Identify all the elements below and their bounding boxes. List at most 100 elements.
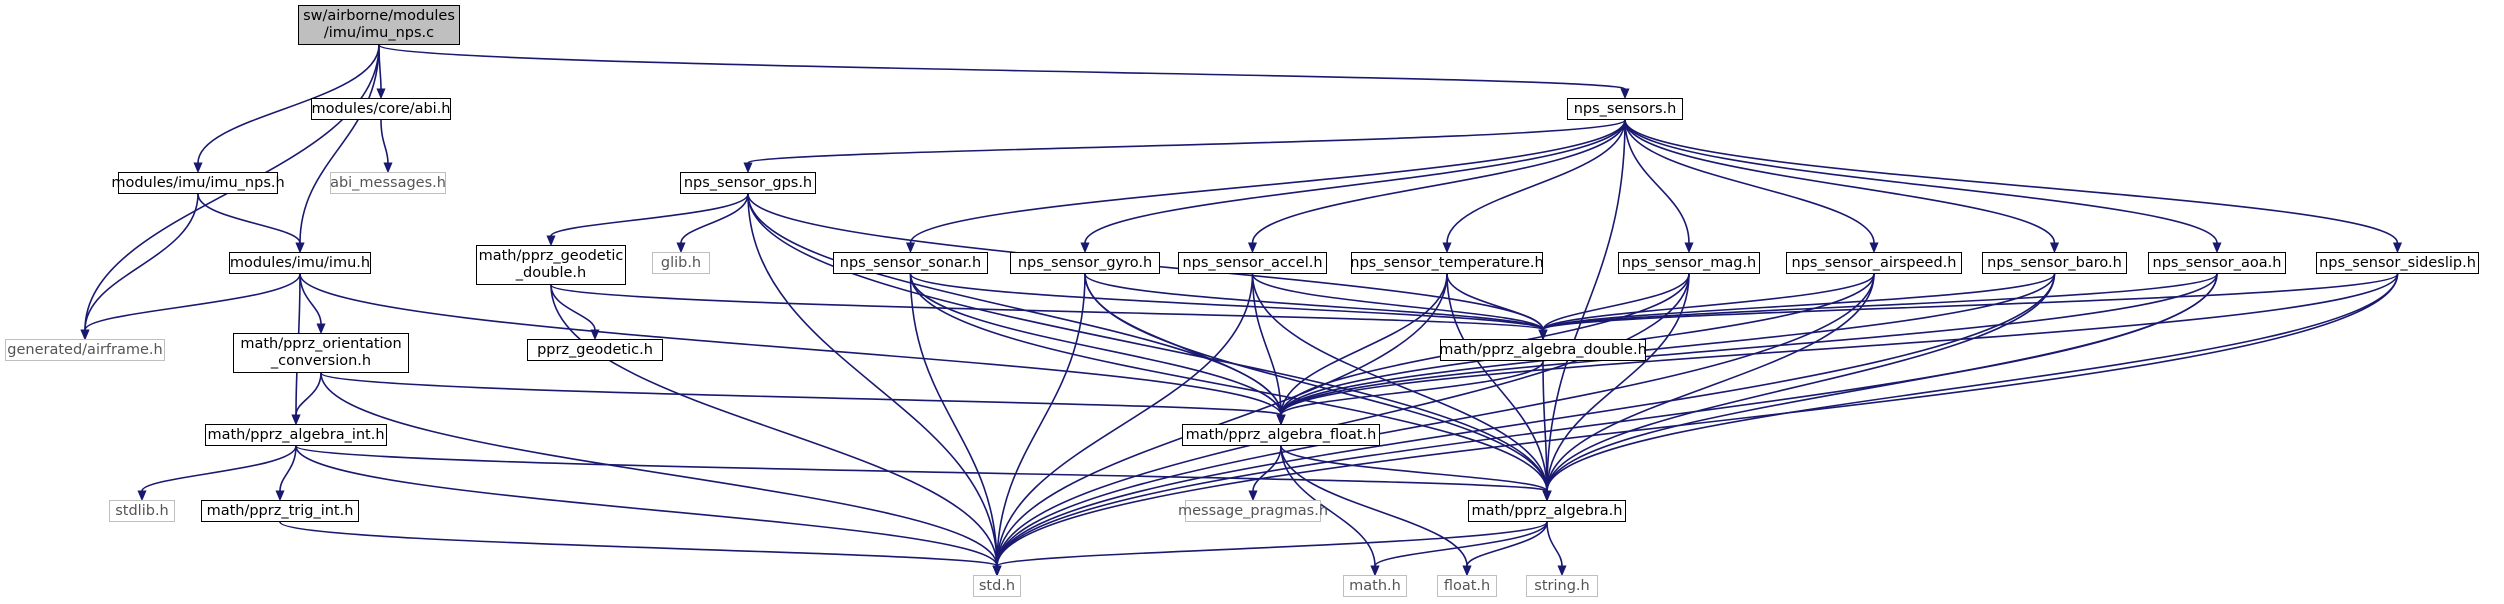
edge-nps_sensor_gps_h-to-geodetic_double_h	[550, 193, 749, 237]
node-imu-h[interactable]: modules/imu/imu.h	[229, 252, 371, 274]
node-orientation-conversion-h[interactable]: math/pprz_orientation _conversion.h	[233, 333, 409, 373]
edge-nps_sensor_baro_h-to-algebra_h	[1546, 273, 2056, 492]
edge-nps_sensor_sonar_h-to-algebra_float_h	[909, 273, 1282, 416]
edge-nps_sensor_airspeed_h-to-algebra_h	[1546, 273, 1875, 492]
edge-nps_sensor_mag_h-to-std_h	[996, 273, 1690, 567]
edge-nps_sensor_airspeed_h-to-algebra_double_h	[1542, 273, 1875, 331]
node-nps-sensor-temperature-h[interactable]: nps_sensor_temperature.h	[1350, 252, 1544, 274]
edge-algebra_int_h-to-algebra_h	[295, 445, 1548, 492]
node-algebra-double-h[interactable]: math/pprz_algebra_double.h	[1439, 339, 1647, 361]
node-nps-sensor-mag-h[interactable]: nps_sensor_mag.h	[1618, 252, 1760, 274]
edge-arrowhead-nps_sensor_sideslip_h-to-algebra_double_h	[1538, 329, 1548, 341]
edge-arrowhead-imu_nps_c-to-core_abi_h	[376, 88, 386, 100]
edge-nps_sensor_sideslip_h-to-std_h	[996, 273, 2399, 567]
node-algebra-float-h[interactable]: math/pprz_algebra_float.h	[1182, 424, 1380, 446]
edge-nps_sensors_h-to-algebra_h	[1546, 119, 1626, 492]
edge-nps_sensor_baro_h-to-algebra_double_h	[1542, 273, 2056, 331]
edge-arrowhead-algebra_int_h-to-trig_int_h	[275, 490, 285, 502]
edge-algebra_double_h-to-algebra_h	[1542, 360, 1548, 492]
edge-arrowhead-algebra_h-to-std_h	[992, 565, 1002, 577]
node-nps-sensor-gps-h[interactable]: nps_sensor_gps.h	[680, 172, 816, 194]
edge-arrowhead-nps_sensors_h-to-nps_sensor_sideslip_h	[2392, 242, 2403, 254]
edge-algebra_double_h-to-algebra_float_h	[1280, 360, 1544, 416]
node-imu-nps-h[interactable]: modules/imu/imu_nps.h	[111, 172, 285, 194]
node-imu-nps-c[interactable]: sw/airborne/modules /imu/imu_nps.c	[298, 5, 460, 45]
node-algebra-h[interactable]: math/pprz_algebra.h	[1468, 500, 1626, 522]
edge-arrowhead-imu_nps_c-to-imu_nps_h	[193, 162, 203, 174]
edge-nps_sensors_h-to-nps_sensor_temperature_h	[1446, 119, 1626, 244]
node-glib-h[interactable]: glib.h	[652, 252, 710, 274]
node-abi-messages-h[interactable]: abi_messages.h	[330, 172, 446, 194]
edge-nps_sensor_gyro_h-to-algebra_h	[1084, 273, 1548, 492]
node-nps-sensor-sonar-h[interactable]: nps_sensor_sonar.h	[833, 252, 988, 274]
edge-nps_sensor_sonar_h-to-algebra_double_h	[909, 273, 1544, 331]
edge-nps_sensors_h-to-nps_sensor_gyro_h	[1084, 119, 1626, 244]
edge-nps_sensors_h-to-nps_sensor_airspeed_h	[1624, 119, 1875, 244]
edge-nps_sensors_h-to-nps_sensor_sideslip_h	[1624, 119, 2399, 244]
edge-nps_sensor_accel_h-to-algebra_h	[1251, 273, 1548, 492]
edge-nps_sensors_h-to-nps_sensor_baro_h	[1624, 119, 2056, 244]
node-nps-sensor-gyro-h[interactable]: nps_sensor_gyro.h	[1010, 252, 1160, 274]
edge-arrowhead-algebra_double_h-to-algebra_float_h	[1276, 414, 1286, 426]
edge-orientation_conv_h-to-algebra_float_h	[320, 372, 1282, 416]
edge-arrowhead-algebra_h-to-float_h	[1462, 565, 1472, 577]
edge-arrowhead-imu_h-to-orientation_conv_h	[316, 323, 326, 335]
edge-nps_sensor_airspeed_h-to-std_h	[996, 273, 1875, 567]
edge-algebra_float_h-to-message_pragmas_h	[1252, 445, 1282, 492]
node-nps-sensor-accel-h[interactable]: nps_sensor_accel.h	[1178, 252, 1327, 274]
edge-trig_int_h-to-std_h	[279, 521, 998, 567]
edge-arrowhead-algebra_h-to-math_h	[1370, 565, 1380, 577]
edge-nps_sensor_mag_h-to-algebra_double_h	[1542, 273, 1690, 331]
node-math-h[interactable]: math.h	[1343, 575, 1407, 597]
edge-nps_sensor_sideslip_h-to-algebra_h	[1546, 273, 2399, 492]
edge-algebra_int_h-to-trig_int_h	[279, 445, 297, 492]
edge-algebra_int_h-to-std_h	[295, 445, 998, 567]
node-float-h[interactable]: float.h	[1437, 575, 1497, 597]
edge-arrowhead-algebra_h-to-string_h	[1557, 565, 1567, 577]
node-geodetic-double-h[interactable]: math/pprz_geodetic _double.h	[476, 245, 626, 285]
edge-orientation_conv_h-to-algebra_int_h	[295, 372, 322, 416]
edge-nps_sensor_sideslip_h-to-algebra_double_h	[1542, 273, 2399, 331]
edge-nps_sensors_h-to-nps_sensor_aoa_h	[1624, 119, 2218, 244]
edge-algebra_h-to-string_h	[1546, 521, 1563, 567]
node-stdlib-h[interactable]: stdlib.h	[109, 500, 175, 522]
edge-nps_sensor_sideslip_h-to-algebra_float_h	[1280, 273, 2399, 416]
edge-arrowhead-nps_sensors_h-to-nps_sensor_gps_h	[743, 162, 753, 174]
edge-nps_sensor_gyro_h-to-std_h	[996, 273, 1086, 567]
edge-arrowhead-imu_nps_c-to-nps_sensors_h	[1620, 88, 1630, 100]
edge-nps_sensor_aoa_h-to-algebra_float_h	[1280, 273, 2218, 416]
node-string-h[interactable]: string.h	[1526, 575, 1598, 597]
node-nps-sensor-sideslip-h[interactable]: nps_sensor_sideslip.h	[2316, 252, 2479, 274]
node-pprz-geodetic-h[interactable]: pprz_geodetic.h	[527, 339, 663, 361]
node-airframe-h[interactable]: generated/airframe.h	[5, 339, 165, 361]
edge-arrowhead-core_abi_h-to-abi_messages_h	[383, 162, 393, 174]
node-nps-sensor-airspeed-h[interactable]: nps_sensor_airspeed.h	[1786, 252, 1962, 274]
node-nps-sensor-baro-h[interactable]: nps_sensor_baro.h	[1982, 252, 2127, 274]
edge-arrowhead-algebra_int_h-to-stdlib_h	[137, 490, 147, 502]
edge-arrowhead-nps_sensors_h-to-nps_sensor_sonar_h	[905, 242, 916, 254]
node-trig-int-h[interactable]: math/pprz_trig_int.h	[201, 500, 359, 522]
edge-nps_sensor_gps_h-to-algebra_h	[747, 193, 1548, 492]
node-nps-sensors-h[interactable]: nps_sensors.h	[1567, 98, 1683, 120]
edge-nps_sensor_temperature_h-to-algebra_float_h	[1280, 273, 1448, 416]
edge-arrowhead-geodetic_double_h-to-pprz_geodetic_h	[590, 329, 600, 341]
edge-algebra_float_h-to-float_h	[1280, 445, 1468, 567]
node-nps-sensor-aoa-h[interactable]: nps_sensor_aoa.h	[2148, 252, 2286, 274]
edge-nps_sensor_accel_h-to-std_h	[996, 273, 1254, 567]
edge-nps_sensor_baro_h-to-std_h	[996, 273, 2056, 567]
node-std-h[interactable]: std.h	[973, 575, 1021, 597]
edge-imu_h-to-algebra_float_h	[299, 273, 1282, 416]
edge-imu_nps_c-to-imu_nps_h	[197, 44, 380, 164]
edge-arrowhead-nps_sensors_h-to-nps_sensor_baro_h	[2049, 242, 2060, 254]
edge-nps_sensor_accel_h-to-algebra_float_h	[1251, 273, 1282, 416]
node-message-pragmas-h[interactable]: message_pragmas.h	[1178, 500, 1328, 522]
node-core-abi-h[interactable]: modules/core/abi.h	[311, 98, 451, 120]
edge-arrowhead-nps_sensors_h-to-nps_sensor_accel_h	[1247, 242, 1258, 254]
node-algebra-int-h[interactable]: math/pprz_algebra_int.h	[205, 424, 387, 446]
edge-algebra_h-to-math_h	[1374, 521, 1548, 567]
edge-nps_sensors_h-to-nps_sensor_gps_h	[747, 119, 1626, 164]
edge-imu_h-to-airframe_h	[84, 273, 301, 331]
edge-algebra_h-to-std_h	[996, 521, 1548, 567]
edge-geodetic_double_h-to-algebra_double_h	[550, 284, 1544, 331]
